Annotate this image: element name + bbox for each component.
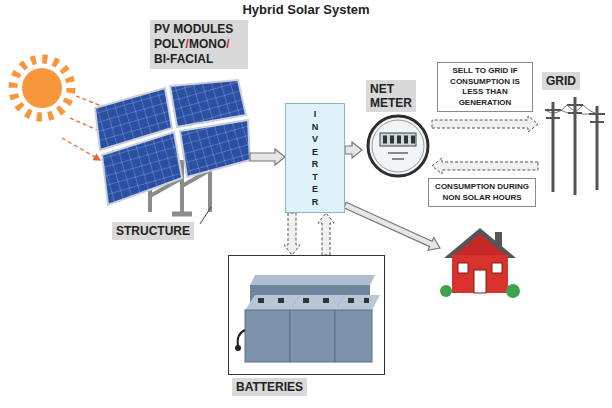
dashed-flow-arrow [432, 158, 538, 174]
leader-line [200, 207, 211, 224]
slash-mark: / [186, 37, 189, 51]
part-label-box: STRUCTURE [112, 222, 194, 240]
vertical-letter: I [312, 108, 319, 121]
net-meter-part [392, 158, 404, 160]
battery-bank-part [335, 310, 372, 362]
grid-poles-part [545, 109, 561, 111]
flow-arrow [345, 142, 362, 158]
house-part [440, 285, 452, 297]
vertical-letter: N [312, 121, 319, 134]
sun-part [22, 68, 62, 108]
inverter-box: INVERTER [285, 103, 345, 213]
flow-arrow [250, 149, 285, 165]
house-part [452, 255, 508, 293]
vertical-letter: T [312, 171, 319, 184]
dashed-flow-arrow [284, 213, 300, 255]
note-box: CONSUMPTION DURING NON SOLAR HOURS [428, 178, 536, 207]
house-part [474, 270, 486, 293]
vertical-letter: E [312, 183, 319, 196]
pv-panels [95, 80, 250, 205]
vertical-letter: V [312, 133, 319, 146]
battery-bank-part [278, 298, 284, 303]
grid-poles-part [590, 121, 604, 123]
battery-bank-part [258, 298, 264, 303]
supply-arrow [344, 202, 440, 250]
battery-bank-part [235, 345, 241, 351]
net-meter-part [390, 136, 394, 144]
inverter-label: INVERTER [312, 108, 319, 208]
net-meter-group: NET METER [362, 78, 432, 178]
battery-bank-part [250, 275, 375, 285]
diagram-title: Hybrid Solar System [0, 2, 612, 18]
note-text: SELL TO GRID IF CONSUMPTION IS LESS THAN… [441, 66, 529, 108]
grid-poles-part [546, 117, 560, 119]
battery-bank-part [335, 295, 380, 310]
grid-group: GRID [538, 70, 606, 195]
pv-panels-part [102, 132, 182, 205]
net-meter-part [383, 136, 387, 144]
dashed-flow-arrow [432, 116, 538, 132]
net-meter-part [411, 136, 415, 144]
net-meter-part [404, 136, 408, 144]
sun-ray-part [62, 138, 100, 160]
net-meter-part [380, 133, 416, 146]
dashed-flow-arrow [318, 213, 334, 255]
net-meter-part [397, 136, 401, 144]
battery-bank-part [303, 298, 309, 303]
part-label: PV MODULES POLY/MONO/ BI-FACIAL [150, 20, 248, 69]
pv-panels-part [180, 120, 250, 177]
note-box: SELL TO GRID IF CONSUMPTION IS LESS THAN… [437, 62, 533, 112]
battery-bank-part [364, 298, 369, 303]
battery-bank-part [245, 310, 290, 362]
grid-poles-part [552, 102, 555, 192]
part-label: STRUCTURE [116, 224, 190, 238]
part-label: NET METER [366, 80, 416, 112]
sun [13, 59, 71, 117]
grid-poles [545, 97, 605, 195]
battery-group: BATTERIES [228, 255, 385, 398]
vertical-letter: R [312, 158, 319, 171]
battery-bank-part [323, 298, 329, 303]
house-part [492, 263, 502, 273]
net-meter-part [368, 116, 428, 176]
battery-bank-part [290, 310, 335, 362]
grid-poles-part [545, 105, 605, 114]
battery-outline [228, 255, 385, 375]
net-meter-part [372, 120, 424, 172]
vertical-letter: R [312, 196, 319, 209]
grid-poles-part [567, 104, 583, 106]
slash-mark: / [226, 37, 229, 51]
battery-bank-part [238, 330, 245, 346]
pv-panels-part [170, 80, 246, 127]
sun-part [13, 59, 71, 117]
mounting-structure-part [172, 212, 192, 217]
battery-bank [235, 275, 380, 362]
house-part [444, 228, 516, 258]
note-text: CONSUMPTION DURING NON SOLAR HOURS [432, 182, 532, 203]
pv-modules-group: PV MODULES POLY/MONO/ BI-FACIAL [68, 18, 250, 218]
house [440, 228, 520, 298]
net-meter [368, 116, 428, 176]
part-label: BATTERIES [232, 378, 307, 396]
part-label: GRID [542, 72, 580, 90]
net-meter-part [388, 152, 408, 154]
grid-poles-part [596, 106, 599, 190]
vertical-letter: E [312, 146, 319, 159]
house-part [458, 263, 468, 273]
battery-bank-part [348, 298, 354, 303]
house-part [452, 234, 508, 257]
house-part [506, 284, 520, 298]
